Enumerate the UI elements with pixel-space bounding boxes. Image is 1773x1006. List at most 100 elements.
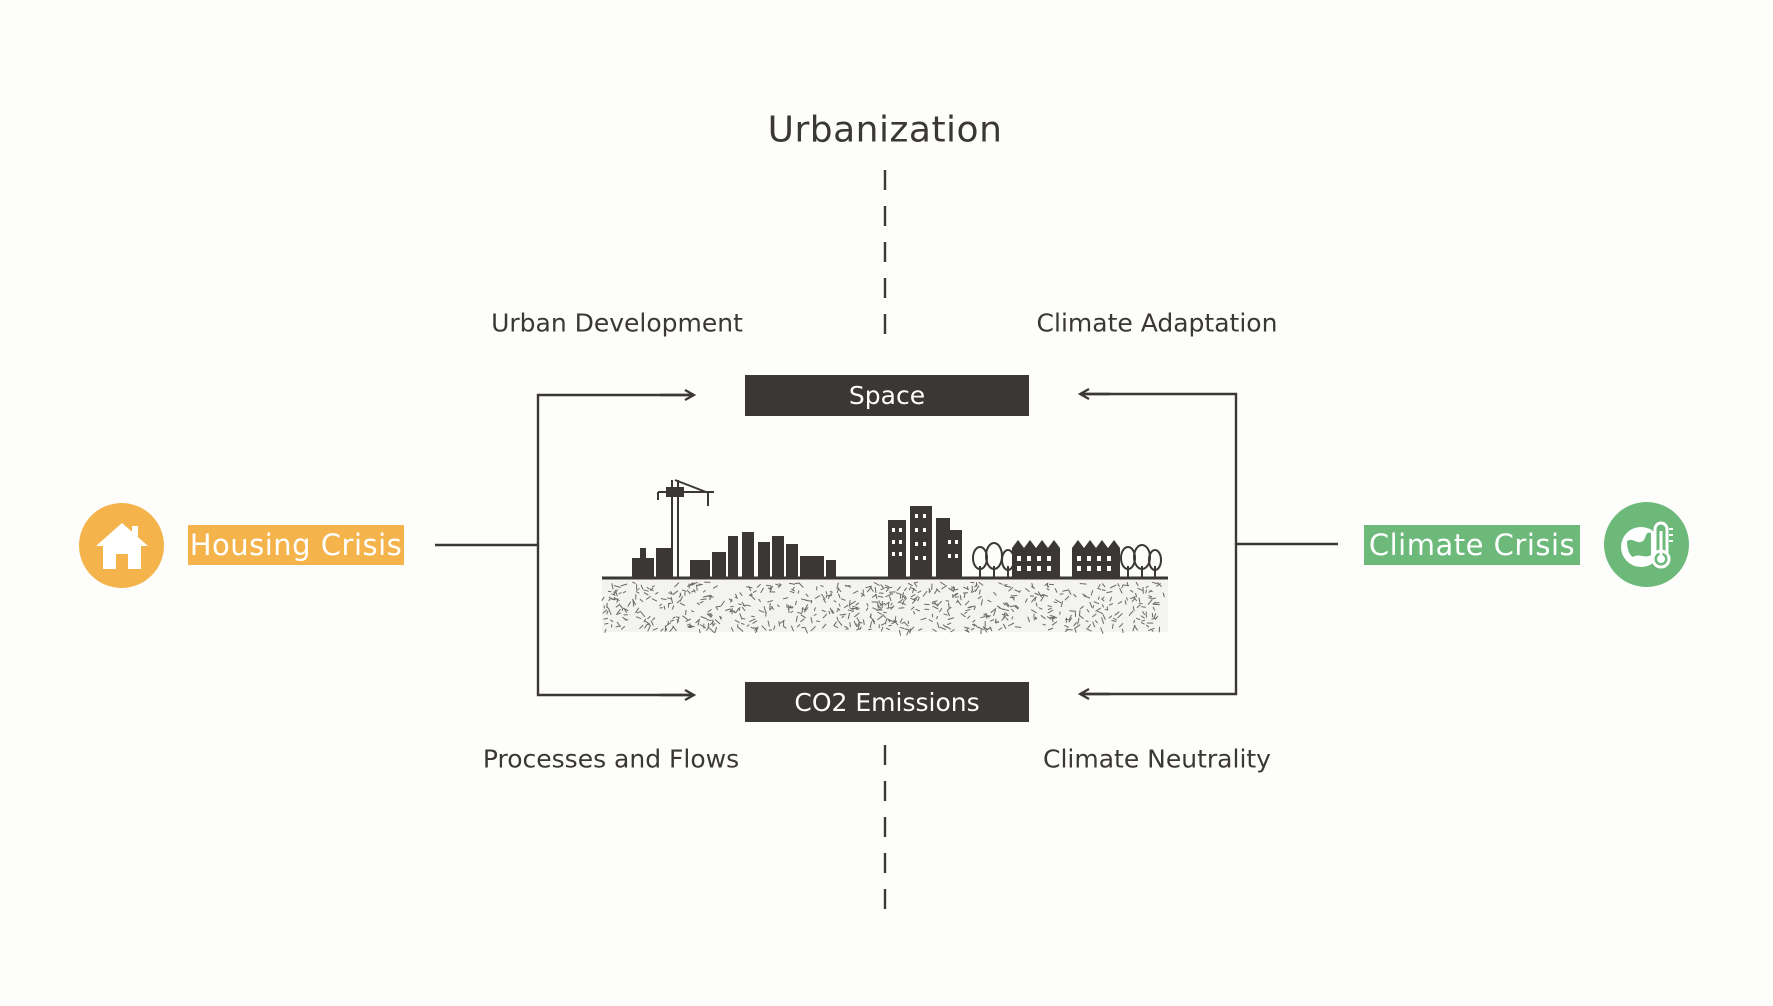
ground-texture-mark: [993, 591, 997, 596]
ground-texture-mark: [918, 628, 923, 631]
ground-texture-mark: [709, 620, 715, 626]
ground-texture-mark: [913, 595, 919, 601]
ground-texture-mark: [1111, 619, 1117, 622]
ground-texture-mark: [686, 589, 691, 595]
ground-texture-mark: [699, 600, 704, 604]
city-skyline-illustration: [601, 479, 1168, 636]
ground-texture-mark: [1140, 615, 1146, 619]
ground-texture-mark: [928, 619, 934, 623]
ground-texture-mark: [1011, 608, 1015, 613]
ground-texture-mark: [797, 590, 800, 594]
ground-texture-mark: [899, 626, 905, 629]
ground-texture-mark: [810, 625, 816, 632]
ground-texture-mark: [1003, 584, 1008, 586]
ground-texture-mark: [889, 593, 894, 595]
ground-texture-mark: [634, 607, 640, 614]
ground-texture-mark: [1133, 625, 1139, 631]
ground-texture-mark: [1135, 617, 1141, 621]
ground-texture-mark: [1092, 605, 1095, 609]
ground-texture-mark: [855, 602, 860, 606]
ground-texture-mark: [601, 596, 605, 602]
ground-texture-mark: [931, 583, 933, 591]
ground-texture-mark: [1068, 614, 1072, 621]
ground-texture-mark: [963, 592, 966, 599]
ground-texture-mark: [816, 620, 820, 623]
ground-texture-mark: [698, 583, 702, 586]
ground-texture-mark: [645, 595, 652, 600]
ground-texture-mark: [980, 616, 985, 619]
ground-texture-mark: [971, 589, 977, 593]
ground-texture-mark: [1141, 606, 1146, 608]
ground-texture-mark: [763, 606, 767, 613]
ground-texture-mark: [1085, 620, 1089, 623]
ground-texture-mark: [885, 588, 889, 593]
ground-texture-mark: [1121, 628, 1124, 634]
ground-texture-mark: [862, 619, 865, 625]
ground-texture-mark: [880, 587, 885, 591]
ground-texture-mark: [709, 595, 713, 601]
ground-texture-mark: [1133, 597, 1138, 602]
ground-texture-mark: [1151, 597, 1156, 600]
ground-texture-mark: [869, 586, 874, 592]
industrial-buildings: [632, 532, 836, 578]
ground-texture-mark: [730, 610, 737, 614]
ground-texture-mark: [758, 609, 765, 613]
ground-texture-mark: [801, 607, 804, 614]
ground-texture-mark: [1104, 608, 1109, 611]
ground-texture-mark: [748, 585, 752, 592]
ground-texture-mark: [702, 589, 706, 593]
ground-texture-mark: [1047, 607, 1052, 611]
ground-texture-mark: [789, 582, 796, 585]
ground-texture-mark: [973, 623, 979, 629]
ground-texture-mark: [674, 582, 680, 588]
ground-texture-mark: [897, 598, 904, 604]
ground-texture-mark: [669, 590, 673, 595]
ground-texture-mark: [676, 600, 681, 604]
ground-texture-mark: [608, 608, 612, 616]
ground-texture-mark: [760, 587, 765, 594]
ground-texture-mark: [651, 598, 658, 602]
ground-texture-mark: [1097, 610, 1104, 615]
ground-texture-mark: [873, 581, 880, 587]
ground-texture-mark: [748, 618, 756, 623]
ground-texture-mark: [714, 626, 718, 633]
ground-texture-mark: [1094, 619, 1098, 624]
ground-texture-mark: [635, 616, 642, 620]
ground-texture-mark: [1154, 615, 1159, 620]
ground-texture-mark: [720, 600, 725, 607]
ground-texture-mark: [1035, 602, 1038, 607]
ground-texture-mark: [1015, 605, 1020, 609]
ground-texture-mark: [699, 624, 707, 629]
ground-texture-mark: [909, 628, 911, 634]
ground-texture-mark: [1051, 621, 1058, 626]
ground-texture-mark: [652, 627, 658, 631]
ground-texture-mark: [1047, 605, 1053, 608]
ground-texture-mark: [663, 605, 666, 610]
ground-texture-mark: [989, 626, 993, 632]
ground-texture-mark: [1018, 589, 1022, 594]
ground-texture-mark: [878, 600, 882, 606]
ground-texture-mark: [877, 595, 884, 598]
ground-texture-mark: [906, 629, 910, 636]
label-climate-adaptation: Climate Adaptation: [1036, 308, 1278, 338]
ground-texture-mark: [907, 582, 913, 587]
ground-texture-mark: [837, 620, 843, 626]
ground-texture-mark: [939, 626, 946, 631]
ground-texture-mark: [615, 612, 622, 616]
ground-texture-mark: [750, 626, 754, 630]
ground-texture-mark: [998, 627, 1003, 631]
ground-texture-mark: [936, 622, 940, 629]
ground-texture-mark: [889, 596, 892, 602]
ground-texture-mark: [647, 615, 651, 620]
ground-texture-mark: [672, 616, 676, 619]
climate-crisis-tag: Climate Crisis: [1364, 525, 1580, 565]
ground-texture-mark: [1119, 587, 1123, 594]
ground-texture-mark: [647, 623, 651, 626]
ground-texture-mark: [614, 589, 618, 597]
ground-texture-mark: [1130, 596, 1136, 600]
ground-texture-mark: [865, 585, 873, 589]
ground-texture-mark: [890, 602, 893, 606]
ground-texture-mark: [623, 607, 628, 613]
ground-texture-mark: [1095, 607, 1101, 612]
ground-texture-mark: [1046, 584, 1050, 588]
